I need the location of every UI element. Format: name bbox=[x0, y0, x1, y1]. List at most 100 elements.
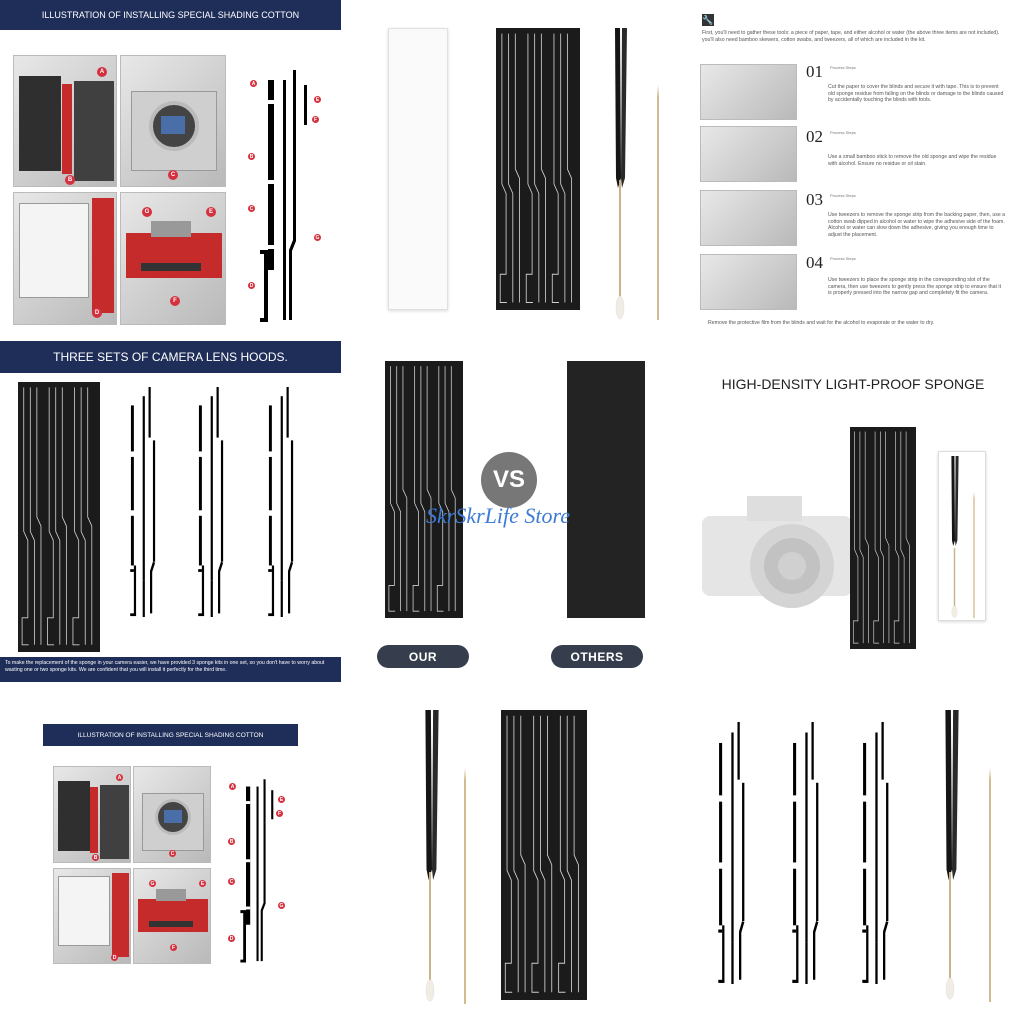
store-watermark: SkrSkrLife Store bbox=[426, 503, 570, 528]
cotton-swab-image bbox=[945, 872, 955, 1000]
tweezers-image bbox=[615, 28, 627, 188]
our-label: OUR bbox=[377, 645, 469, 668]
cotton-swab-image bbox=[951, 548, 958, 618]
strip-marker-e: E bbox=[314, 96, 321, 103]
strip-set-3 bbox=[862, 722, 889, 984]
strip-marker-b: B bbox=[248, 153, 255, 160]
step-03-text: Use tweezers to remove the sponge strip … bbox=[828, 212, 1006, 238]
strip-set-2 bbox=[792, 722, 819, 984]
step-02-tag: Process Steps bbox=[830, 130, 856, 135]
high-density-title: HIGH-DENSITY LIGHT-PROOF SPONGE bbox=[721, 376, 985, 392]
tools-card bbox=[938, 451, 986, 621]
cotton-swab-image bbox=[615, 180, 625, 320]
strip-set-1 bbox=[718, 722, 745, 984]
bamboo-skewer-image bbox=[657, 85, 659, 320]
strip-marker-g: G bbox=[278, 902, 285, 909]
strip-marker-f: F bbox=[276, 810, 283, 817]
camera-door-photo bbox=[53, 868, 131, 964]
marker-a: A bbox=[97, 67, 107, 77]
three-sets-panel: THREE SETS OF CAMERA LENS HOODS. To make… bbox=[0, 341, 341, 682]
marker-a: A bbox=[116, 774, 123, 781]
step-01-photo bbox=[700, 64, 797, 120]
strip-marker-a: A bbox=[250, 80, 257, 87]
strip-marker-e: E bbox=[278, 796, 285, 803]
marker-b: B bbox=[65, 175, 75, 185]
camera-front-photo bbox=[133, 766, 211, 863]
steps-intro: First, you'll need to gather these tools… bbox=[702, 30, 1000, 43]
strip-sets-tools-panel bbox=[682, 682, 1024, 1024]
backing-paper-sheet bbox=[388, 28, 448, 310]
foam-sheet bbox=[18, 382, 100, 652]
steps-outro: Remove the protective film from the blin… bbox=[708, 320, 935, 326]
strip-diagram bbox=[260, 70, 307, 322]
marker-d: D bbox=[92, 308, 102, 318]
step-04-tag: Process Steps bbox=[830, 256, 856, 261]
foam-sheet bbox=[850, 427, 916, 649]
camera-door-photo bbox=[13, 192, 117, 325]
wrench-icon: 🔧 bbox=[702, 14, 714, 26]
camera-back-open-photo bbox=[13, 55, 117, 187]
step-02-photo bbox=[700, 126, 797, 182]
step-03-number: 03 bbox=[806, 190, 823, 209]
strip-marker-b: B bbox=[228, 838, 235, 845]
tweezers-image bbox=[951, 456, 959, 546]
step-01-text: Cut the paper to cover the blinds and se… bbox=[828, 84, 1004, 104]
marker-c: C bbox=[168, 170, 178, 180]
three-sets-caption-bar: To make the replacement of the sponge in… bbox=[0, 657, 341, 682]
kit-contents-panel bbox=[341, 0, 682, 341]
camera-front-photo bbox=[120, 55, 226, 187]
bamboo-skewer-image bbox=[973, 492, 975, 618]
strip-marker-f: F bbox=[312, 116, 319, 123]
bamboo-skewer-image bbox=[464, 768, 466, 1004]
installing-title: ILLUSTRATION OF INSTALLING SPECIAL SHADI… bbox=[0, 0, 341, 30]
strip-marker-c: C bbox=[248, 205, 255, 212]
step-04-number: 04 bbox=[806, 253, 823, 272]
installing-illustration-panel: ILLUSTRATION OF INSTALLING SPECIAL SHADI… bbox=[0, 0, 341, 341]
step-04-text: Use tweezers to place the sponge strip i… bbox=[828, 277, 1002, 297]
installing-illustration-panel-small: ILLUSTRATION OF INSTALLING SPECIAL SHADI… bbox=[0, 682, 341, 1024]
step-02-text: Use a small bamboo stick to remove the o… bbox=[828, 154, 997, 167]
camera-back-open-photo bbox=[53, 766, 131, 863]
high-density-panel: HIGH-DENSITY LIGHT-PROOF SPONGE bbox=[682, 341, 1024, 682]
marker-d: D bbox=[111, 954, 118, 961]
step-03-tag: Process Steps bbox=[830, 193, 856, 198]
strip-marker-c: C bbox=[228, 878, 235, 885]
step-04-photo bbox=[700, 254, 797, 310]
strip-marker-d: D bbox=[228, 935, 235, 942]
our-foam-sheet bbox=[385, 361, 463, 618]
strip-diagram bbox=[240, 779, 274, 963]
step-01-tag: Process Steps bbox=[830, 65, 856, 70]
marker-c: C bbox=[169, 850, 176, 857]
others-foam-sheet bbox=[567, 361, 645, 618]
three-sets-caption: To make the replacement of the sponge in… bbox=[5, 660, 325, 673]
marker-g: G bbox=[142, 207, 152, 217]
step-02-number: 02 bbox=[806, 127, 823, 146]
strip-set-2 bbox=[198, 387, 224, 617]
others-label: OTHERS bbox=[551, 645, 643, 668]
tweezers-image bbox=[425, 710, 439, 880]
strip-set-1 bbox=[130, 387, 156, 617]
step-03-photo bbox=[700, 190, 797, 246]
marker-e: E bbox=[199, 880, 206, 887]
foam-sheet bbox=[501, 710, 587, 1000]
tools-sheet-panel bbox=[341, 682, 682, 1024]
strip-marker-g: G bbox=[314, 234, 321, 241]
foam-sheet bbox=[496, 28, 580, 310]
camera-background-image bbox=[702, 496, 852, 608]
bamboo-skewer-image bbox=[989, 768, 991, 1002]
marker-f: F bbox=[170, 944, 177, 951]
process-steps-panel: 🔧 First, you'll need to gather these too… bbox=[682, 0, 1024, 341]
marker-e: E bbox=[206, 207, 216, 217]
cotton-swab-image bbox=[425, 872, 435, 1002]
comparison-panel: VS OUR OTHERS bbox=[341, 341, 682, 682]
marker-g: G bbox=[149, 880, 156, 887]
marker-f: F bbox=[170, 296, 180, 306]
step-01-number: 01 bbox=[806, 62, 823, 81]
tweezers-image bbox=[945, 710, 959, 880]
three-sets-title: THREE SETS OF CAMERA LENS HOODS. bbox=[0, 341, 341, 373]
vs-badge: VS bbox=[481, 452, 537, 508]
strip-marker-d: D bbox=[248, 282, 255, 289]
strip-marker-a: A bbox=[229, 783, 236, 790]
installing-title-small: ILLUSTRATION OF INSTALLING SPECIAL SHADI… bbox=[43, 724, 298, 746]
marker-b: B bbox=[92, 854, 99, 861]
